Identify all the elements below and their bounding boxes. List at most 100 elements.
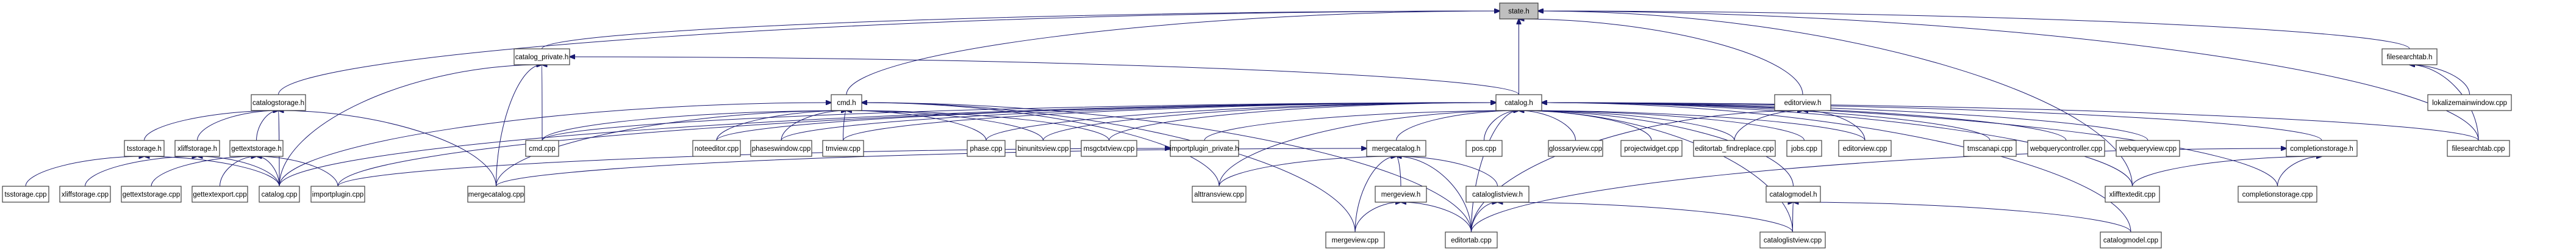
node-label: mergeview.cpp xyxy=(1332,237,1379,244)
edge-cataloglistview-cpp-to-cataloglistview-h xyxy=(1498,202,1793,233)
node-box xyxy=(1620,140,1683,157)
edge-catalog-cpp-to-catalog-private-h xyxy=(279,65,542,187)
node-mergecatalog-h[interactable]: mergecatalog.h xyxy=(1366,140,1426,157)
node-label: noteeditor.cpp xyxy=(695,145,739,153)
node-label: filesearchtab.cpp xyxy=(2452,145,2505,153)
node-catalog-h[interactable]: catalog.h xyxy=(1495,94,1542,111)
node-box xyxy=(525,140,559,157)
node-editortab-cpp[interactable]: editortab.cpp xyxy=(1445,231,1498,249)
node-phaseswindow-cpp[interactable]: phaseswindow.cpp xyxy=(750,140,812,157)
node-box xyxy=(124,140,165,157)
node-filesearchtab-cpp[interactable]: filesearchtab.cpp xyxy=(2447,140,2510,157)
edge-gettextstorage-h-to-catalogstorage-h xyxy=(256,111,279,141)
node-xliffstorage-h[interactable]: xliffstorage.h xyxy=(174,140,220,157)
node-catalogmodel-h[interactable]: catalogmodel.h xyxy=(1766,186,1821,203)
edge-binunitsview-cpp-to-catalog-h xyxy=(1043,103,1497,141)
node-xlifftextedit-cpp[interactable]: xlifftextedit.cpp xyxy=(2105,186,2160,203)
node-box xyxy=(2105,186,2160,203)
node-box xyxy=(1963,140,2017,157)
node-state-h[interactable]: state.h xyxy=(1499,2,1539,20)
node-box xyxy=(2100,231,2162,249)
node-catalog-private-h[interactable]: catalog_private.h xyxy=(513,48,570,65)
node-label: xlifftextedit.cpp xyxy=(2109,191,2156,198)
edge-alttransview-cpp-to-catalog-h xyxy=(1218,111,1519,187)
node-webqueryview-cpp[interactable]: webqueryview.cpp xyxy=(2116,140,2180,157)
edge-xlifftextedit-cpp-to-completionstorage-h xyxy=(2132,156,2322,187)
node-label: xliffstorage.cpp xyxy=(62,191,109,198)
node-mergecatalog-cpp[interactable]: mergecatalog.cpp xyxy=(467,186,525,203)
node-label: importplugin_private.h xyxy=(1170,145,1239,153)
node-phase-cpp[interactable]: phase.cpp xyxy=(967,140,1006,157)
node-editorview-cpp[interactable]: editorview.cpp xyxy=(1838,140,1892,157)
node-glossaryview-cpp[interactable]: glossaryview.cpp xyxy=(1548,140,1603,157)
node-xliffstorage-cpp[interactable]: xliffstorage.cpp xyxy=(59,186,111,203)
node-label: tmscanapi.cpp xyxy=(1967,145,2012,153)
node-completionstorage-cpp[interactable]: completionstorage.cpp xyxy=(2238,186,2317,203)
node-binunitsview-cpp[interactable]: binunitsview.cpp xyxy=(1015,140,1071,157)
edge-phase-cpp-to-catalog-h xyxy=(986,103,1496,141)
node-editortab-findreplace-cpp[interactable]: editortab_findreplace.cpp xyxy=(1693,140,1776,157)
node-editorview-h[interactable]: editorview.h xyxy=(1774,94,1831,111)
node-box xyxy=(121,186,182,203)
nodes-layer: state.h catalog_private.h catalogstorage.h… xyxy=(2,2,2512,249)
node-projectwidget-cpp[interactable]: projectwidget.cpp xyxy=(1620,140,1683,157)
node-importplugin-cpp[interactable]: importplugin.cpp xyxy=(310,186,365,203)
node-catalogstorage-h[interactable]: catalogstorage.h xyxy=(251,94,306,111)
edge-gettextstorage-cpp-to-gettextstorage-h xyxy=(151,156,257,187)
node-box xyxy=(513,48,570,65)
node-mergeview-h[interactable]: mergeview.h xyxy=(1375,186,1427,203)
node-label: gettextstorage.h xyxy=(231,145,281,153)
edge-importplugin-cpp-to-catalog-h xyxy=(337,103,1496,187)
edge-lokalizemainwindow-cpp-to-filesearchtab-h xyxy=(2410,65,2470,95)
node-label: jobs.cpp xyxy=(1791,145,1817,153)
node-importplugin-private-h[interactable]: importplugin_private.h xyxy=(1170,140,1239,157)
node-box xyxy=(831,94,862,111)
node-tsstorage-cpp[interactable]: tsstorage.cpp xyxy=(2,186,49,203)
edge-phase-cpp-to-cmd-h xyxy=(846,111,987,141)
edge-cataloglistview-cpp-to-catalogmodel-h xyxy=(1793,202,1794,233)
edge-editortab-cpp-to-mergeview-h xyxy=(1401,202,1472,233)
node-gettextexport-cpp[interactable]: gettextexport.cpp xyxy=(191,186,248,203)
node-tmview-cpp[interactable]: tmview.cpp xyxy=(822,140,864,157)
node-mergeview-cpp[interactable]: mergeview.cpp xyxy=(1325,231,1385,249)
node-box xyxy=(1465,186,1530,203)
node-gettextstorage-h[interactable]: gettextstorage.h xyxy=(229,140,284,157)
node-cataloglistview-cpp[interactable]: cataloglistview.cpp xyxy=(1759,231,1826,249)
node-catalog-cpp[interactable]: catalog.cpp xyxy=(259,186,300,203)
node-box xyxy=(251,94,306,111)
node-label: editortab_findreplace.cpp xyxy=(1695,145,1773,153)
node-box xyxy=(2027,140,2105,157)
node-cmd-cpp[interactable]: cmd.cpp xyxy=(525,140,559,157)
node-gettextstorage-cpp[interactable]: gettextstorage.cpp xyxy=(121,186,182,203)
node-label: tsstorage.cpp xyxy=(4,191,46,198)
node-tsstorage-h[interactable]: tsstorage.h xyxy=(124,140,165,157)
node-noteeditor-cpp[interactable]: noteeditor.cpp xyxy=(692,140,741,157)
edge-editortab-cpp-to-cmd-h xyxy=(862,103,1472,233)
edge-glossaryview-cpp-to-catalog-h xyxy=(1519,111,1576,141)
node-cmd-h[interactable]: cmd.h xyxy=(831,94,862,111)
node-tmscanapi-cpp[interactable]: tmscanapi.cpp xyxy=(1963,140,2017,157)
node-completionstorage-h[interactable]: completionstorage.h xyxy=(2286,140,2358,157)
node-jobs-cpp[interactable]: jobs.cpp xyxy=(1786,140,1822,157)
node-filesearchtab-h[interactable]: filesearchtab.h xyxy=(2381,48,2438,65)
node-lokalizemainwindow-cpp[interactable]: lokalizemainwindow.cpp xyxy=(2427,94,2512,111)
node-pos-cpp[interactable]: pos.cpp xyxy=(1465,140,1503,157)
node-box xyxy=(822,140,864,157)
node-box xyxy=(2286,140,2358,157)
node-label: mergecatalog.cpp xyxy=(468,191,524,198)
node-webquerycontroller-cpp[interactable]: webquerycontroller.cpp xyxy=(2027,140,2105,157)
node-msgctxtview-cpp[interactable]: msgctxtview.cpp xyxy=(1081,140,1137,157)
node-alttransview-cpp[interactable]: alttransview.cpp xyxy=(1192,186,1247,203)
edge-xlifftextedit-cpp-to-catalog-h xyxy=(1542,103,2133,187)
node-label: editorview.h xyxy=(1784,100,1822,107)
edge-mergeview-cpp-to-mergecatalog-h xyxy=(1354,156,1397,233)
edge-completionstorage-cpp-to-completionstorage-h xyxy=(2277,156,2322,187)
edge-alttransview-cpp-to-cmd-h xyxy=(862,103,1220,187)
node-label: tmview.cpp xyxy=(826,145,860,153)
node-box xyxy=(1445,231,1498,249)
node-catalogmodel-cpp[interactable]: catalogmodel.cpp xyxy=(2100,231,2162,249)
edge-xliffstorage-cpp-to-xliffstorage-h xyxy=(85,156,198,187)
node-cataloglistview-h[interactable]: cataloglistview.h xyxy=(1465,186,1530,203)
edge-phaseswindow-cpp-to-catalog-h xyxy=(781,103,1496,141)
node-box xyxy=(1170,140,1239,157)
